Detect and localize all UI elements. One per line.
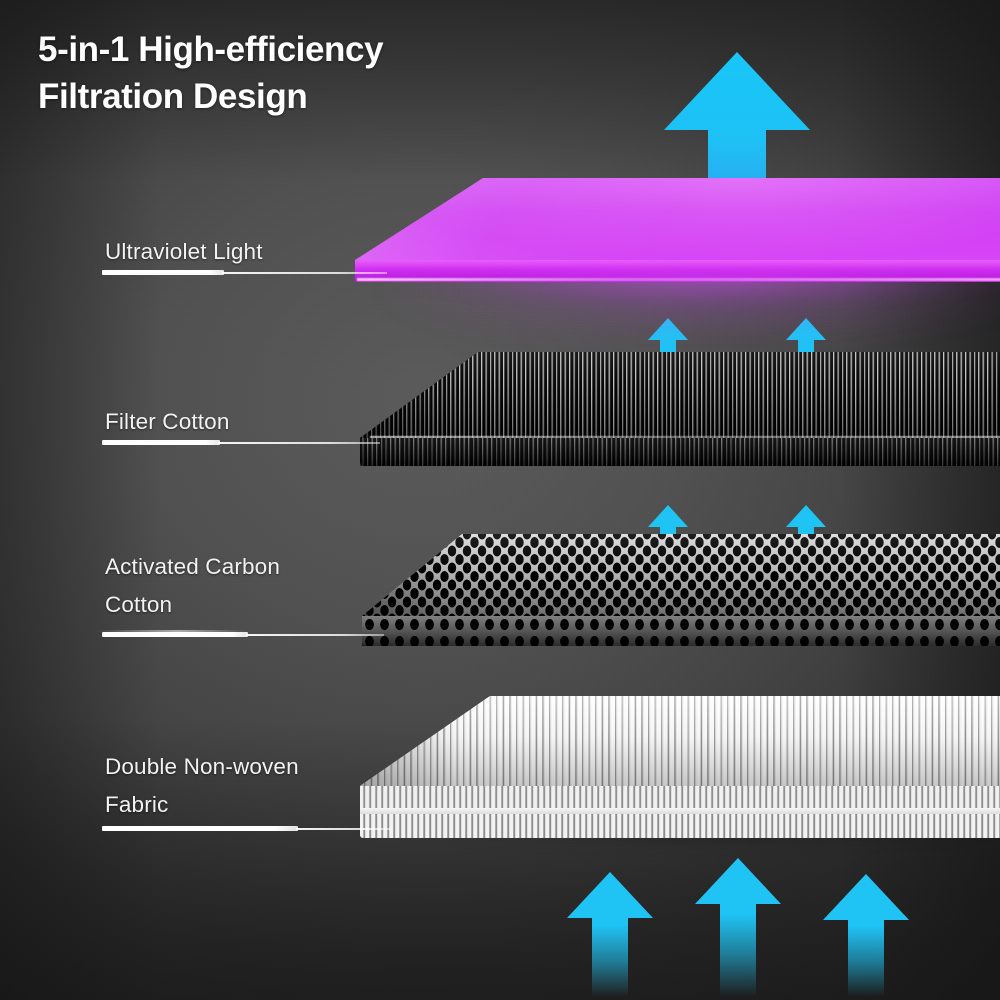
- label-activated-carbon-cotton: Activated Carbon Cotton: [105, 554, 280, 617]
- leader-line-double-non-woven-fabric: [102, 824, 392, 833]
- page-title: 5-in-1 High-efficiency Filtration Design: [38, 30, 384, 116]
- airflow-arrow-intake-3: [823, 874, 909, 997]
- leader-thin-segment: [296, 828, 392, 830]
- carbon-front-edge-shading: [362, 616, 1000, 646]
- airflow-arrow-exhaust: [664, 52, 810, 252]
- leader-line-activated-carbon-cotton: [96, 630, 384, 639]
- leader-thick-segment: [102, 270, 224, 275]
- leader-wisp: [96, 630, 246, 632]
- layer-activated-carbon-cotton: [362, 534, 1000, 654]
- leader-thin-segment: [222, 272, 387, 274]
- layer-ultraviolet-light: [295, 178, 1000, 368]
- airflow-arrow-intake-2: [695, 858, 781, 997]
- cotton-seam-highlight: [370, 436, 1000, 438]
- fabric-front-edge-lower: [360, 814, 1000, 838]
- cotton-top-shading: [360, 352, 1000, 438]
- layer-filter-cotton: [360, 352, 1000, 470]
- leader-thick-segment: [102, 826, 298, 831]
- leader-line-filter-cotton: [102, 438, 380, 447]
- leader-thick-segment: [102, 440, 220, 445]
- label-filter-cotton: Filter Cotton: [105, 409, 230, 434]
- uv-top-surface: [355, 178, 1000, 260]
- cotton-front-edge-shading: [360, 438, 1000, 466]
- label-ultraviolet-light: Ultraviolet Light: [105, 239, 263, 264]
- leader-thin-segment: [218, 442, 380, 444]
- fabric-top-shading: [360, 696, 1000, 786]
- fabric-front-edge-upper: [360, 786, 1000, 808]
- uv-under-glow: [335, 274, 1000, 334]
- leader-thick-segment: [102, 632, 248, 637]
- leader-thin-segment: [246, 634, 384, 636]
- carbon-top-shading: [362, 534, 1000, 616]
- label-double-non-woven-fabric: Double Non-woven Fabric: [105, 754, 299, 817]
- leader-line-ultraviolet-light: [102, 268, 387, 277]
- fabric-separator: [360, 808, 1000, 814]
- airflow-arrow-intake-1: [567, 872, 653, 997]
- cotton-top-surface: [360, 352, 1000, 438]
- layer-double-non-woven-fabric: [330, 696, 1000, 868]
- uv-top-sheen: [355, 178, 1000, 260]
